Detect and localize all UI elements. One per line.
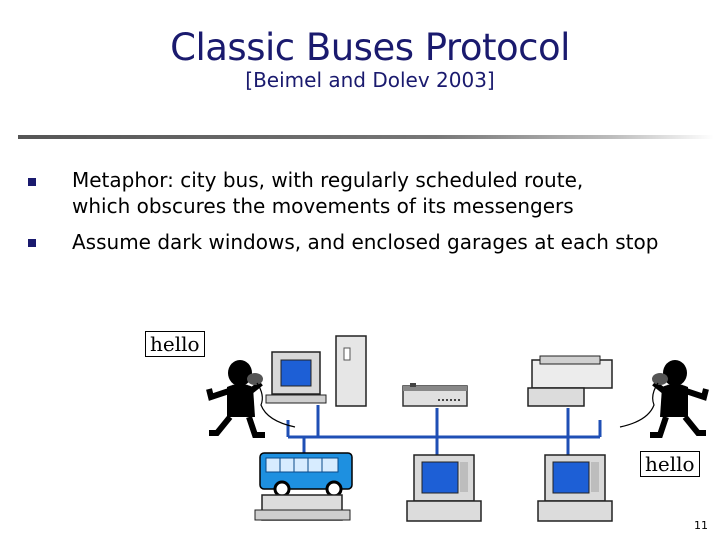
computer-icon: [266, 336, 366, 406]
page-number: 11: [694, 519, 708, 532]
person-phone-icon: [620, 360, 706, 435]
hello-bubble-left: hello: [145, 331, 205, 357]
computer-icon: [255, 495, 350, 520]
computer-icon: [538, 455, 612, 521]
hello-bubble-right: hello: [640, 451, 700, 477]
bus-icon: [260, 453, 352, 496]
printer-icon: [528, 356, 612, 406]
computer-icon: [407, 455, 481, 521]
hub-icon: [403, 383, 467, 406]
network-lines: [288, 405, 600, 455]
